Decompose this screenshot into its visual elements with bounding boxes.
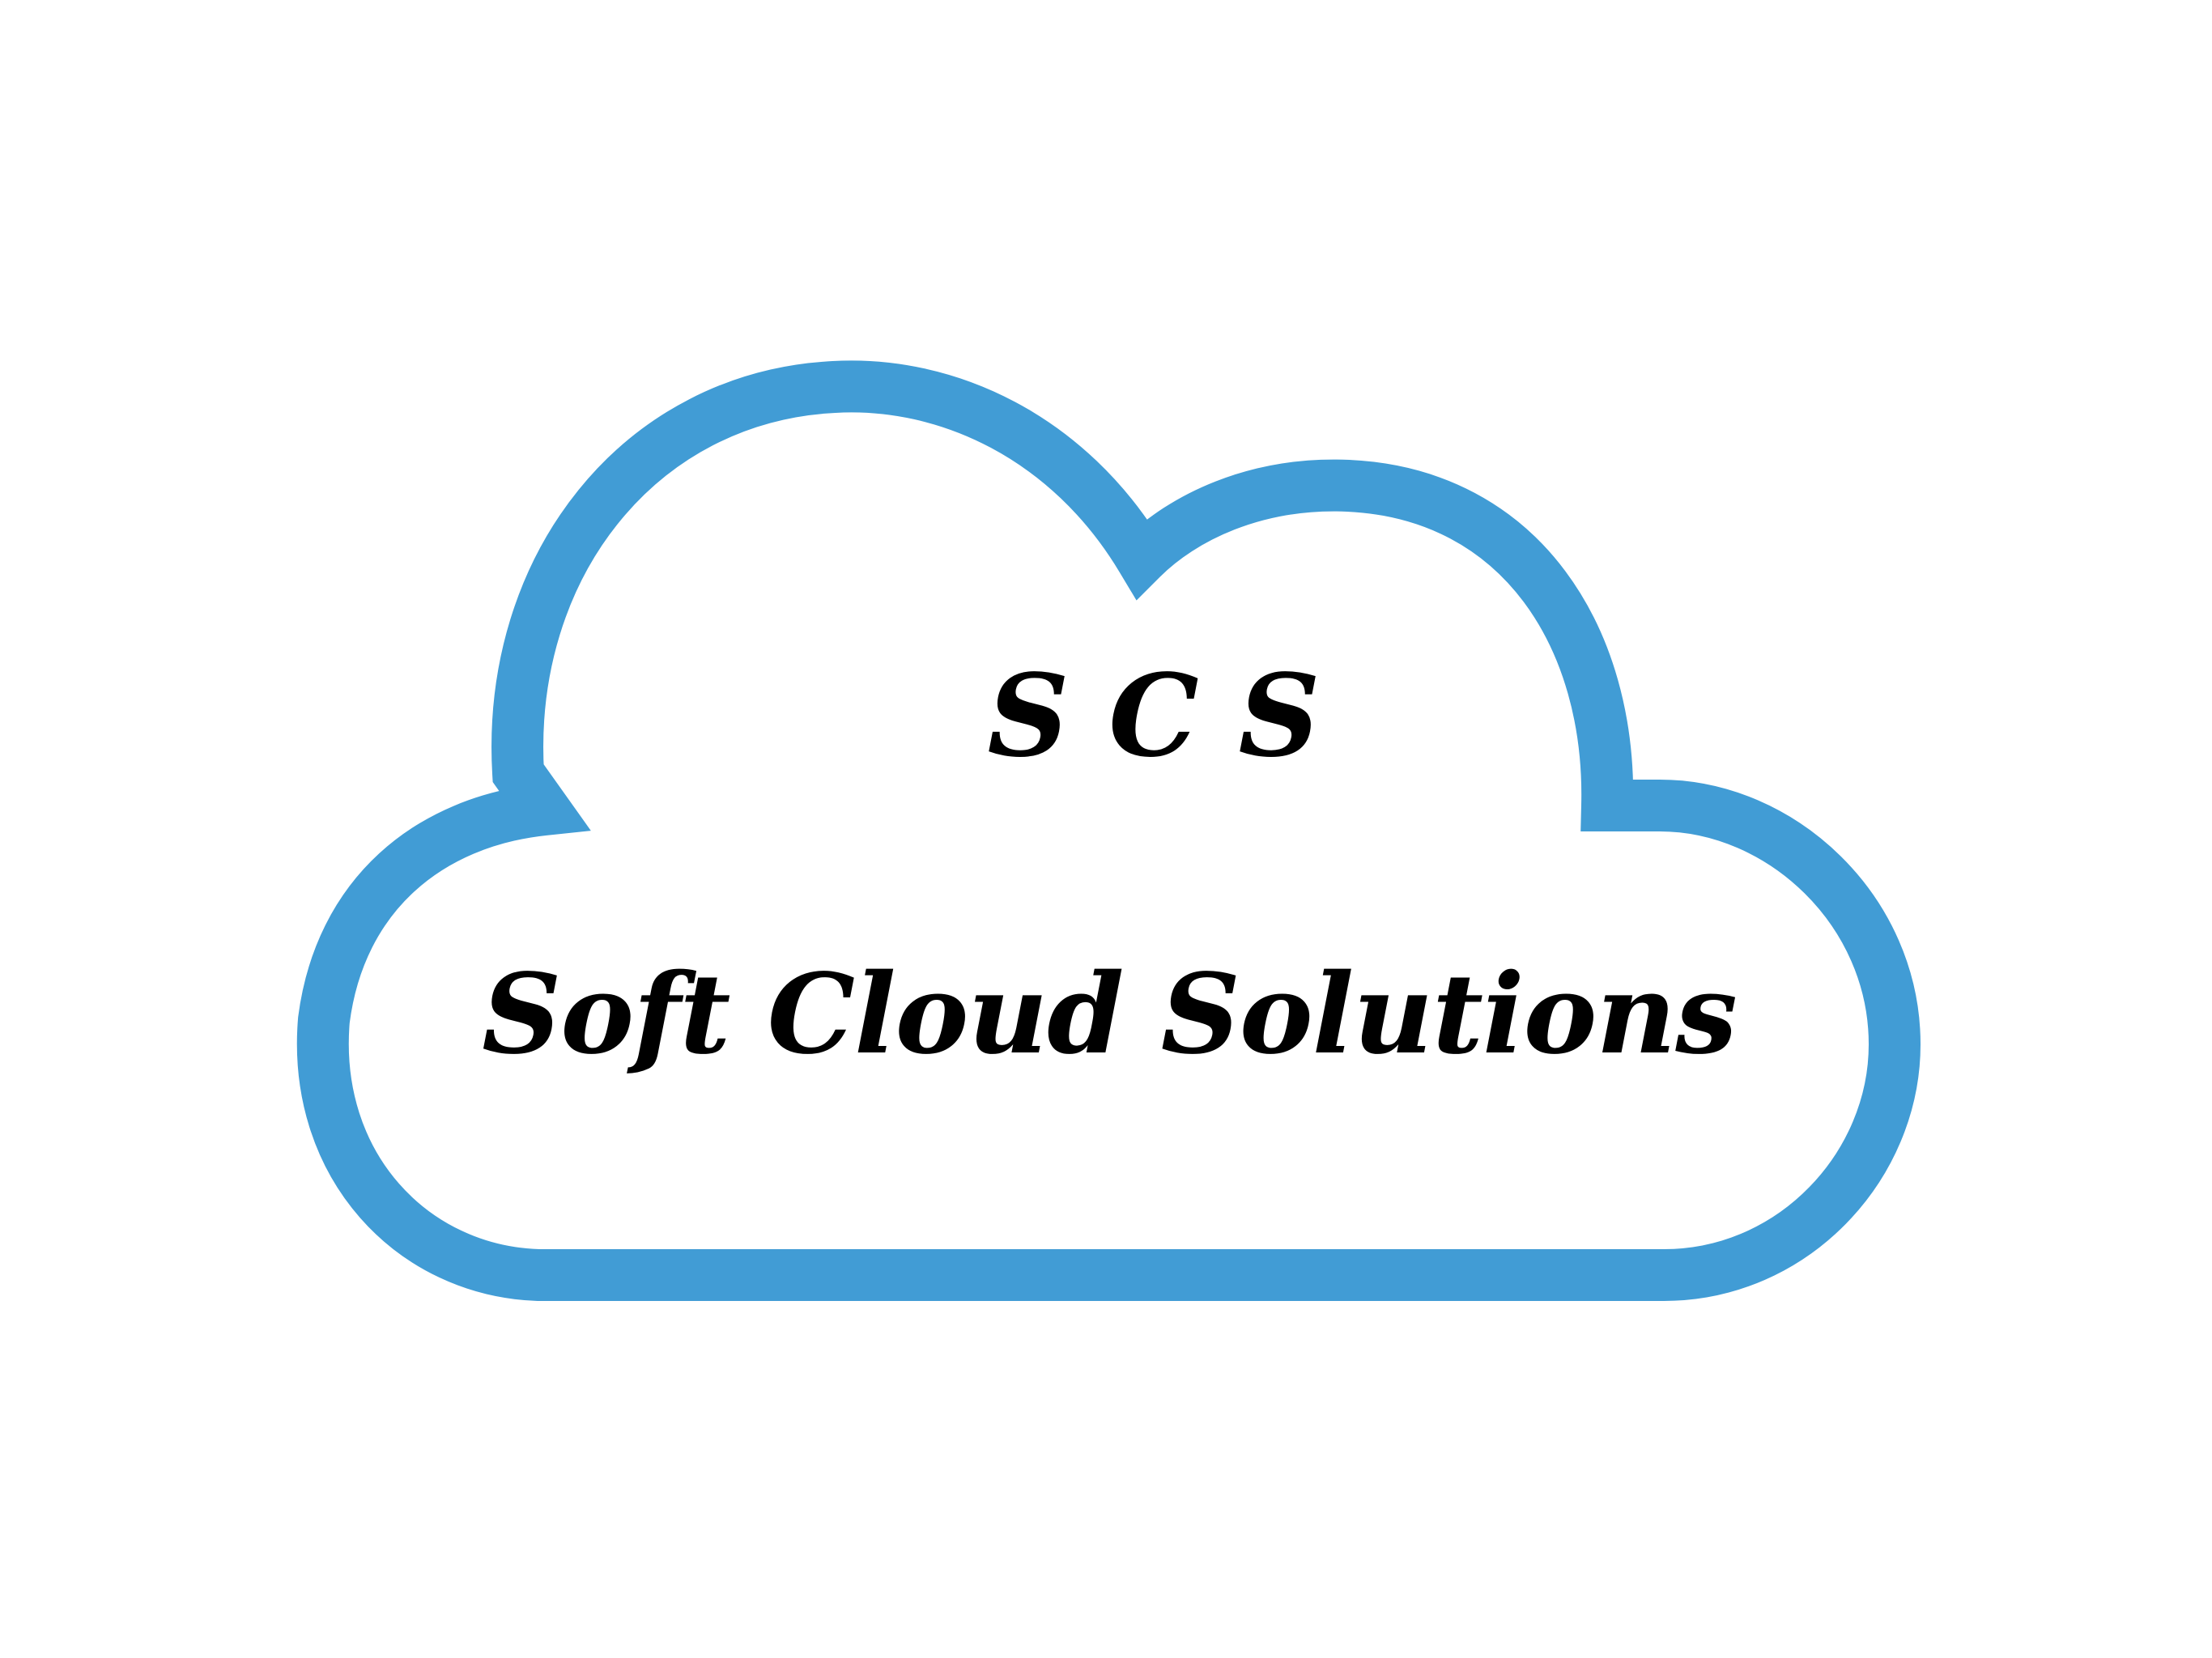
logo-abbreviation: S C S xyxy=(987,650,1321,783)
cloud-outline-path xyxy=(296,360,1921,1301)
company-name: Soft Cloud Solutions xyxy=(482,950,1738,1079)
